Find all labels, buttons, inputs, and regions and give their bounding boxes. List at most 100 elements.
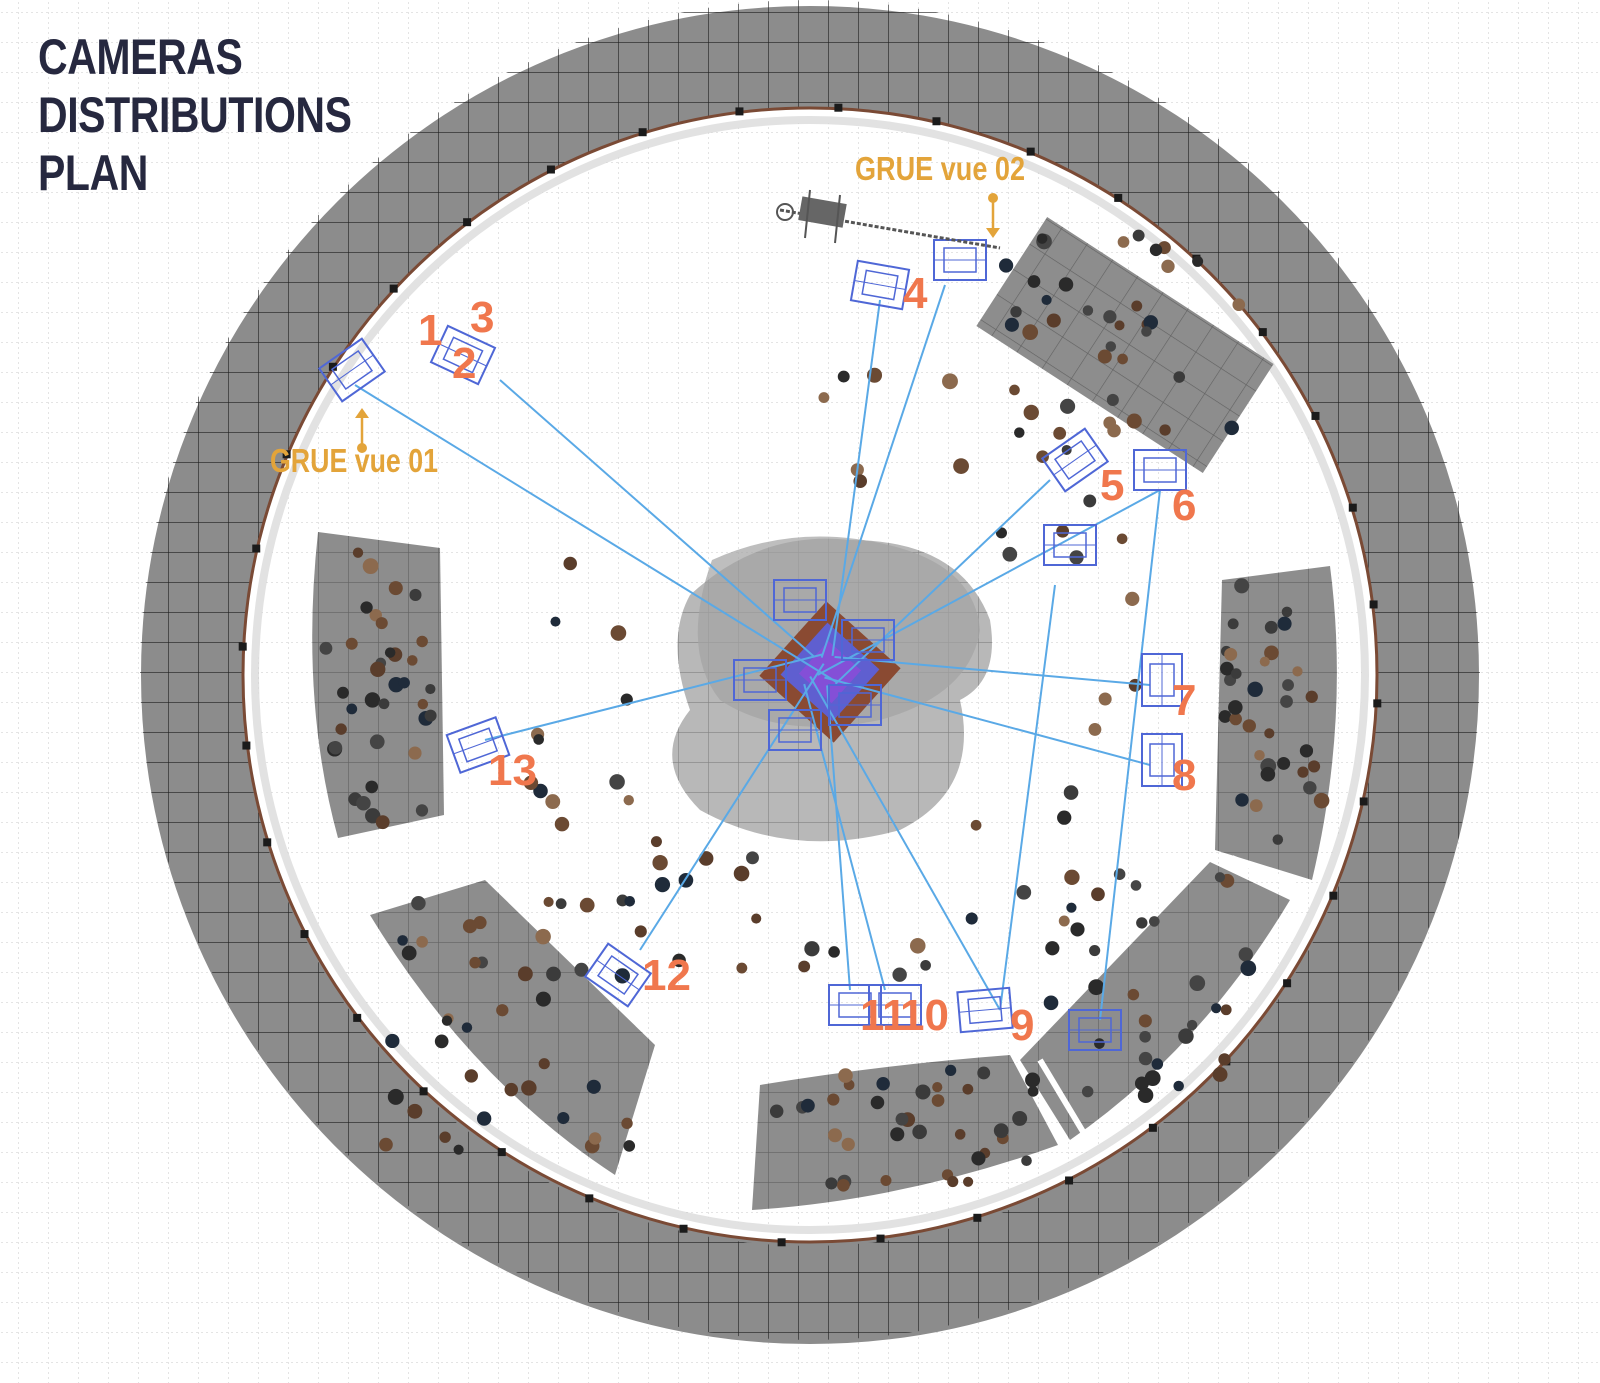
camera-label-4: 4 (903, 269, 928, 318)
audience-figure (539, 1058, 550, 1069)
rigging-point (680, 1225, 688, 1233)
audience-figure (932, 1082, 942, 1092)
rigging-point (585, 1194, 593, 1202)
audience-figure (838, 1068, 853, 1083)
rigging-point (239, 643, 247, 651)
rigging-point (1283, 979, 1291, 987)
rigging-point (353, 1014, 361, 1022)
audience-figure (1107, 424, 1121, 438)
audience-figure (1224, 648, 1237, 661)
audience-figure (388, 1089, 404, 1105)
audience-figure (1107, 394, 1119, 406)
audience-figure (1005, 318, 1019, 332)
camera-label-1: 1 (418, 306, 442, 355)
audience-figure (880, 1175, 891, 1186)
rigging-point (973, 1214, 981, 1222)
rigging-point (1311, 412, 1319, 420)
audience-figure (621, 1118, 632, 1129)
audience-figure (1224, 421, 1238, 435)
audience-figure (920, 960, 931, 971)
audience-figure (379, 1138, 393, 1152)
audience-figure (838, 371, 850, 383)
audience-figure (915, 1084, 930, 1099)
rigging-point (463, 218, 471, 226)
camera-label-8: 8 (1172, 751, 1196, 800)
audience-figure (545, 794, 560, 809)
camera-label-10: 10 (900, 991, 949, 1040)
audience-figure (496, 1004, 508, 1016)
audience-figure (770, 1105, 783, 1118)
rigging-point (263, 838, 271, 846)
audience-figure (1024, 405, 1039, 420)
audience-figure (1254, 750, 1265, 761)
audience-figure (1139, 1031, 1151, 1043)
audience-figure (1064, 870, 1079, 885)
audience-figure (1066, 903, 1076, 913)
audience-figure (1041, 295, 1051, 305)
audience-figure (736, 963, 747, 974)
audience-figure (1117, 354, 1128, 365)
audience-figure (320, 642, 333, 655)
audience-figure (425, 710, 437, 722)
audience-figure (402, 946, 417, 961)
audience-figure (947, 1176, 958, 1187)
audience-figure (385, 647, 396, 658)
audience-figure (828, 1128, 842, 1142)
crane-label-02: GRUE vue 02 (855, 150, 1025, 187)
audience-figure (385, 1034, 399, 1048)
audience-figure (1094, 1038, 1105, 1049)
audience-figure (624, 795, 634, 805)
audience-figure (442, 1016, 452, 1026)
audience-figure (1264, 728, 1274, 738)
audience-figure (1139, 1052, 1152, 1065)
audience-figure (346, 638, 358, 650)
audience-figure (1213, 1067, 1228, 1082)
audience-figure (1161, 260, 1174, 273)
audience-figure (801, 1099, 815, 1113)
rigging-point (1259, 328, 1267, 336)
audience-figure (912, 1125, 927, 1140)
audience-figure (1282, 607, 1293, 618)
audience-figure (1135, 1077, 1149, 1091)
audience-figure (1118, 236, 1130, 248)
audience-figure (1314, 793, 1330, 809)
rigging-point (735, 107, 743, 115)
audience-figure (963, 1177, 973, 1187)
audience-figure (477, 1111, 491, 1125)
audience-figure (365, 781, 378, 794)
audience-figure (1002, 547, 1017, 562)
audience-figure (1277, 757, 1290, 770)
audience-figure (655, 877, 670, 892)
audience-figure (1235, 793, 1248, 806)
audience-figure (557, 1112, 569, 1124)
crane-label-01: GRUE vue 01 (270, 442, 438, 479)
audience-figure (1239, 947, 1253, 961)
audience-figure (1234, 578, 1249, 593)
rigging-point (778, 1238, 786, 1246)
audience-figure (1189, 975, 1205, 991)
audience-figure (1064, 785, 1079, 800)
audience-figure (546, 967, 561, 982)
camera-label-5: 5 (1100, 461, 1124, 510)
audience-figure (1045, 941, 1059, 955)
audience-figure (1178, 1028, 1193, 1043)
audience-figure (871, 1096, 885, 1110)
audience-figure (1149, 916, 1160, 927)
audience-figure (1037, 233, 1047, 243)
audience-figure (1082, 1086, 1093, 1097)
rigging-point (420, 1087, 428, 1095)
audience-figure (1091, 887, 1105, 901)
audience-figure (411, 896, 425, 910)
audience-figure (804, 941, 819, 956)
audience-figure (563, 557, 576, 570)
audience-figure (651, 836, 662, 847)
audience-figure (1136, 917, 1147, 928)
audience-figure (635, 925, 647, 937)
audience-figure (370, 662, 385, 677)
audience-figure (1282, 679, 1294, 691)
rigging-point (301, 930, 309, 938)
audience-figure (734, 866, 750, 882)
audience-figure (827, 1093, 839, 1105)
audience-figure (416, 636, 427, 647)
